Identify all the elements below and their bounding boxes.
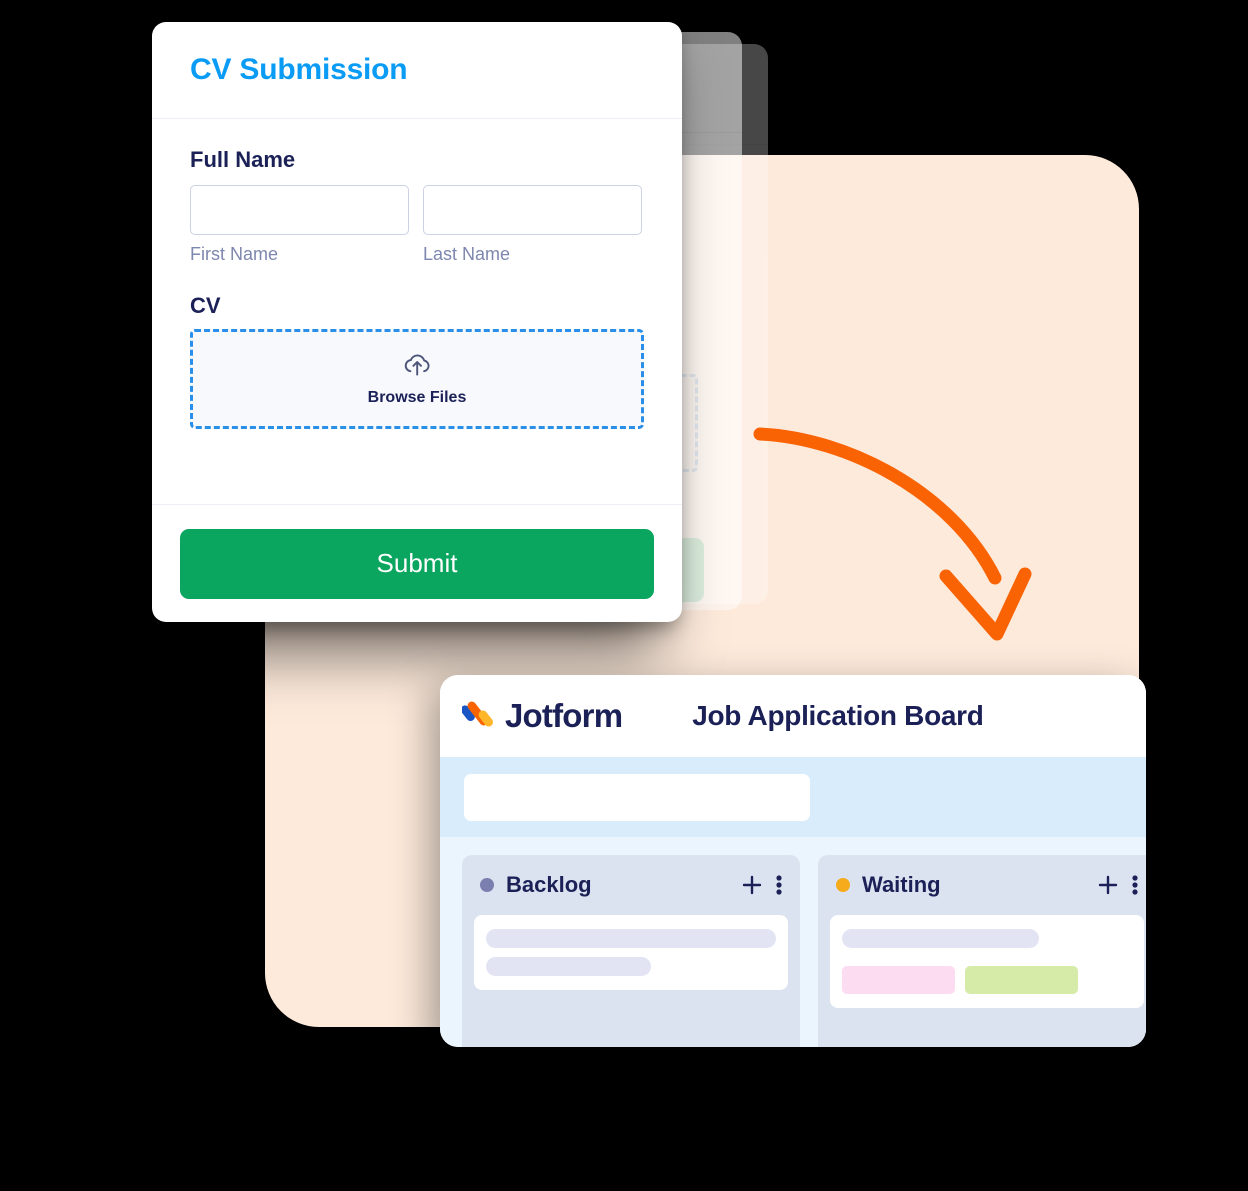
brand: Jotform — [460, 697, 623, 736]
board-column-waiting: Waiting — [818, 855, 1146, 1047]
submit-button[interactable]: Submit — [180, 528, 654, 599]
browse-files-label: Browse Files — [367, 388, 467, 406]
plus-icon[interactable] — [1096, 873, 1120, 897]
board-canvas: Backlog — [440, 837, 1146, 1047]
last-name-input[interactable] — [423, 185, 642, 235]
first-name-sublabel: First Name — [190, 244, 279, 264]
status-badge — [965, 966, 1078, 994]
card-placeholder-bar — [486, 929, 776, 948]
job-application-board-panel: Jotform Job Application Board Backlog — [440, 675, 1146, 1047]
column-cards — [462, 915, 800, 990]
search-input[interactable] — [464, 773, 810, 821]
form-header: CV Submission — [152, 22, 682, 119]
last-name-sublabel: Last Name — [423, 244, 511, 264]
cv-file-dropzone[interactable]: Browse Files — [190, 329, 644, 429]
cv-label: CV — [190, 293, 221, 318]
status-dot-icon — [836, 878, 850, 892]
jotform-logo-icon — [460, 697, 496, 736]
cloud-upload-icon — [402, 352, 432, 383]
plus-icon[interactable] — [740, 873, 764, 897]
page-title: CV Submission — [190, 53, 408, 86]
full-name-row: First Name Last Name — [190, 185, 644, 265]
column-header: Waiting — [818, 855, 1146, 915]
status-dot-icon — [480, 878, 494, 892]
card-tags — [842, 966, 1132, 994]
first-name-input[interactable] — [190, 185, 409, 235]
board-title: Job Application Board — [692, 700, 984, 731]
column-cards — [818, 915, 1146, 1008]
curved-arrow-icon — [752, 412, 1052, 660]
card-placeholder-bar — [486, 957, 652, 976]
form-footer: Submit — [152, 504, 682, 622]
board-toolbar — [440, 757, 1146, 837]
column-title: Backlog — [506, 872, 592, 897]
cv-submission-form-card: CV Submission Full Name First Name Last … — [152, 22, 682, 622]
status-badge — [842, 966, 955, 994]
column-header: Backlog — [462, 855, 800, 915]
list-item[interactable] — [830, 915, 1144, 1008]
first-name-group: First Name — [190, 185, 409, 265]
more-vertical-icon[interactable] — [1132, 873, 1138, 897]
more-vertical-icon[interactable] — [776, 873, 782, 897]
brand-name: Jotform — [505, 697, 623, 734]
board-column-backlog: Backlog — [462, 855, 800, 1047]
card-placeholder-bar — [842, 929, 1040, 948]
board-header: Jotform Job Application Board — [440, 675, 1146, 757]
column-title: Waiting — [862, 872, 941, 897]
last-name-group: Last Name — [423, 185, 642, 265]
form-body: Full Name First Name Last Name CV — [152, 119, 682, 429]
list-item[interactable] — [474, 915, 788, 990]
full-name-label: Full Name — [190, 147, 296, 172]
